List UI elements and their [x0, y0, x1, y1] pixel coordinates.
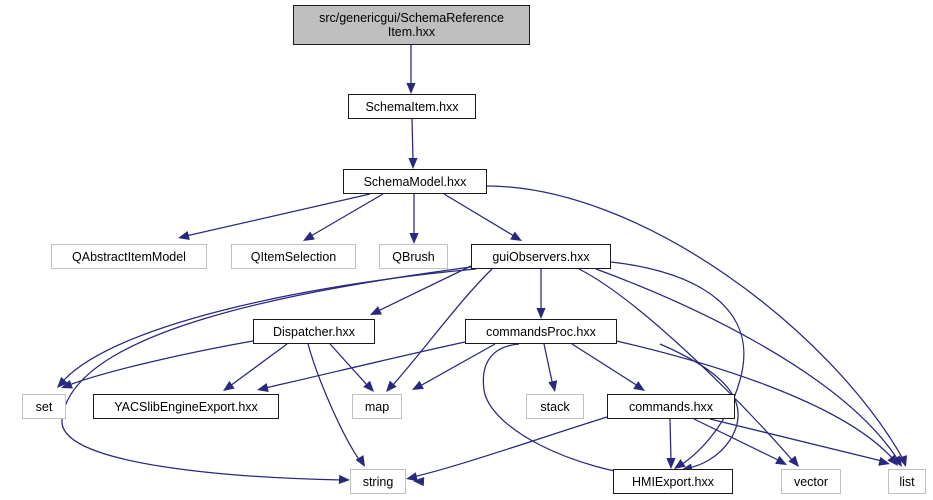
edge-schemaitem-to-schemamodel	[411, 118, 414, 162]
edge-commandsproc-to-commands	[571, 343, 639, 387]
graph-node-string[interactable]: string	[350, 469, 406, 494]
arrowhead-guiobservers-to-dispatcher	[370, 306, 382, 315]
arrowhead-commandsproc-to-list	[887, 454, 898, 466]
edge-dispatcher-to-string	[307, 343, 361, 462]
graph-node-qbrush[interactable]: QBrush	[379, 244, 448, 269]
arrowhead-schemamodel-to-guiobservers	[510, 231, 522, 241]
arrowhead-schemaitem-to-schemamodel	[408, 158, 418, 169]
edge-schemamodel-to-guiobservers	[443, 193, 515, 237]
arrowhead-guiobservers-to-set	[57, 376, 68, 388]
graph-node-vector[interactable]: vector	[781, 469, 841, 494]
edge-guiobservers-to-dispatcher	[377, 265, 472, 312]
arrowhead-guiobservers-to-string	[338, 474, 350, 485]
arrowhead-guiobservers-to-vector	[788, 455, 799, 467]
arrowhead-guiobservers-to-hmiexport	[674, 459, 686, 469]
graph-node-set[interactable]: set	[22, 394, 66, 419]
arrowhead-root-to-schemaitem	[406, 83, 416, 94]
arrowhead-commandsproc-to-stack	[548, 380, 558, 392]
arrowhead-commandsproc-to-string	[413, 476, 425, 487]
graph-node-list[interactable]: list	[888, 469, 926, 494]
edge-guiobservers-to-map	[391, 268, 493, 387]
edge-commandsproc-to-string	[482, 343, 661, 479]
graph-node-schemaitem[interactable]: SchemaItem.hxx	[348, 94, 476, 119]
graph-node-dispatcher[interactable]: Dispatcher.hxx	[253, 319, 375, 344]
graph-node-yacslibengineexport[interactable]: YACSlibEngineExport.hxx	[93, 394, 279, 419]
edge-schemamodel-to-list	[486, 185, 904, 460]
edge-commandsproc-to-yacslibengineexport	[264, 341, 466, 389]
graph-node-map[interactable]: map	[352, 394, 402, 419]
edge-commands-to-hmiexport	[669, 418, 672, 462]
edge-dispatcher-to-set	[68, 340, 254, 386]
graph-node-hmiexport[interactable]: HMIExport.hxx	[613, 469, 733, 494]
graph-node-root: src/genericgui/SchemaReference Item.hxx	[293, 5, 530, 45]
arrowhead-guiobservers-to-commandsproc	[536, 308, 546, 319]
arrowhead-schemamodel-to-qitemselection	[303, 231, 315, 241]
arrowhead-commands-to-string	[406, 472, 418, 482]
edge-guiobservers-to-string	[61, 266, 472, 481]
edge-commandsproc-to-hmiexport-curve	[659, 343, 739, 469]
graph-node-qabstractitemmodel[interactable]: QAbstractItemModel	[51, 244, 207, 269]
edge-commands-to-vector	[693, 418, 781, 462]
arrowhead-commands-to-hmiexport	[666, 458, 676, 469]
edge-schemamodel-to-qitemselection	[310, 193, 384, 237]
graph-node-stack[interactable]: stack	[526, 394, 584, 419]
edge-guiobservers-to-hmiexport	[610, 261, 745, 466]
graph-node-qitemselection[interactable]: QItemSelection	[231, 244, 356, 269]
edge-commandsproc-to-list	[611, 339, 894, 460]
edge-guiobservers-to-list	[595, 268, 899, 461]
edge-dispatcher-to-yacslibengineexport	[229, 343, 288, 387]
arrowhead-commands-to-list	[878, 456, 890, 466]
arrowhead-dispatcher-to-string	[355, 455, 365, 467]
arrowhead-schemamodel-to-qabstractitemmodel	[178, 231, 190, 241]
edge-commands-to-list	[709, 418, 883, 462]
edge-schemamodel-to-qabstractitemmodel	[185, 193, 371, 237]
arrowhead-guiobservers-to-list	[892, 455, 902, 467]
arrowhead-commandsproc-to-yacslibengineexport	[257, 383, 269, 393]
arrowhead-commands-to-vector	[775, 455, 787, 465]
edge-commandsproc-to-stack	[543, 343, 554, 387]
arrowhead-dispatcher-to-map	[363, 380, 374, 392]
edge-commandsproc-to-map	[419, 343, 496, 387]
graph-node-schemamodel[interactable]: SchemaModel.hxx	[343, 169, 487, 194]
edge-dispatcher-to-map	[329, 343, 369, 387]
arrowhead-commandsproc-to-map	[412, 380, 424, 390]
arrowhead-schemamodel-to-qbrush	[409, 233, 419, 244]
arrowhead-guiobservers-to-map	[386, 380, 397, 392]
arrowhead-dispatcher-to-yacslibengineexport	[223, 380, 235, 391]
arrowhead-dispatcher-to-set	[61, 379, 73, 389]
edge-commands-to-string	[412, 416, 608, 478]
graph-node-commandsproc[interactable]: commandsProc.hxx	[465, 319, 617, 344]
arrowhead-commandsproc-to-commands	[633, 381, 645, 391]
graph-node-commands[interactable]: commands.hxx	[607, 394, 735, 419]
edge-guiobservers-to-vector	[578, 268, 794, 462]
graph-node-guiobservers[interactable]: guiObservers.hxx	[471, 244, 611, 269]
